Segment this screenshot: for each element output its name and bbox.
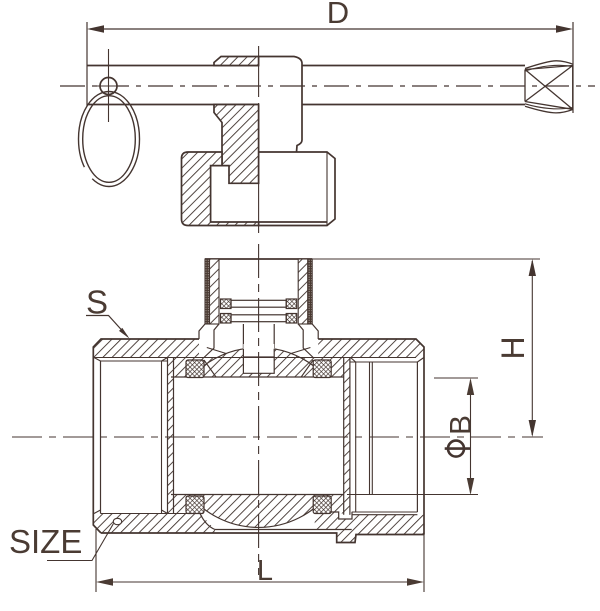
svg-text:H: H: [495, 336, 531, 359]
svg-text:B: B: [445, 415, 478, 435]
svg-text:L: L: [257, 555, 273, 587]
svg-text:D: D: [327, 0, 349, 30]
svg-text:S: S: [86, 284, 108, 321]
svg-text:SIZE: SIZE: [9, 523, 82, 560]
